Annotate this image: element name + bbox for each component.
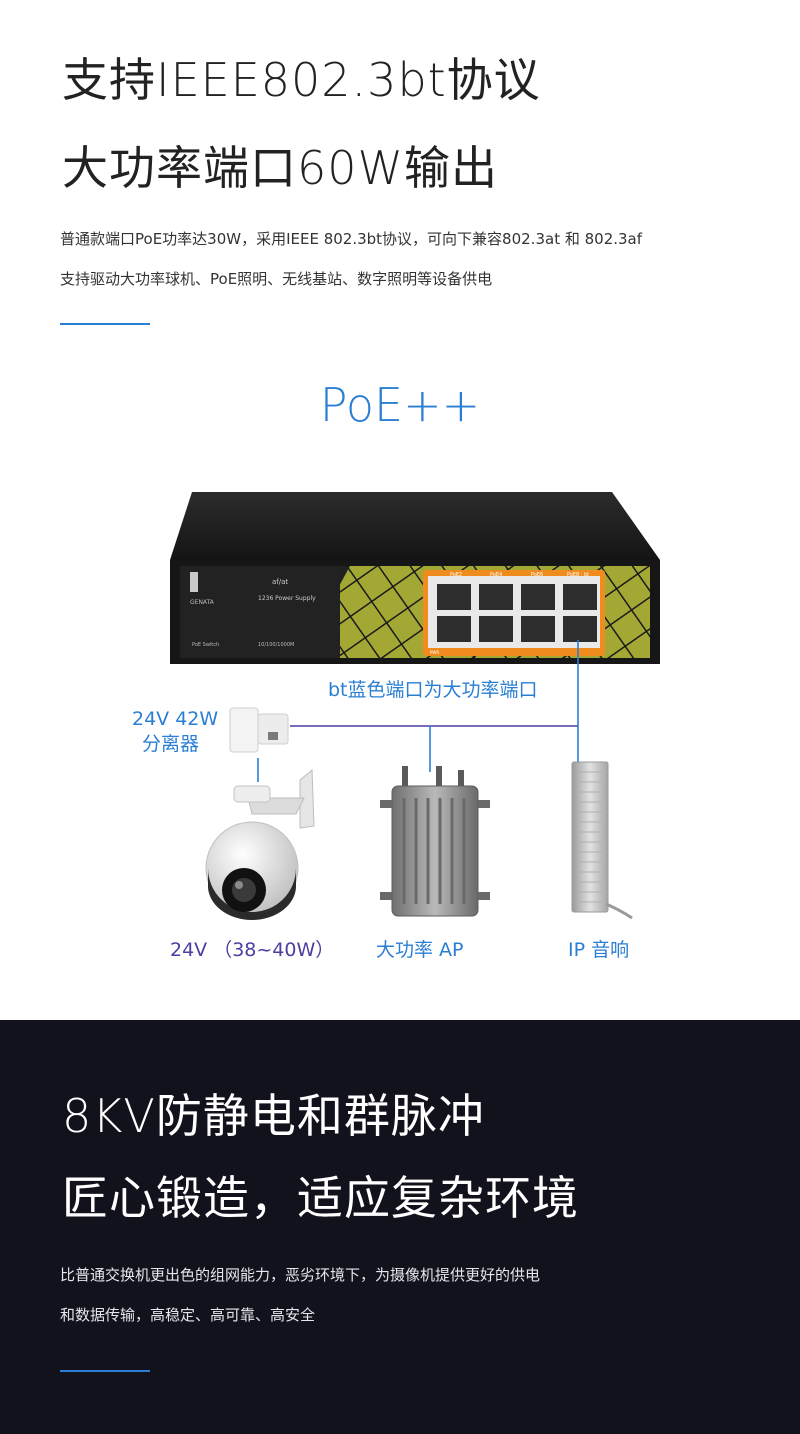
accent-divider-2 (60, 1370, 150, 1372)
splitter-label-line-1: 24V 42W (132, 708, 219, 730)
description2-line-1: 比普通交换机更出色的组网能力，恶劣环境下，为摄像机提供更好的供电 (60, 1266, 541, 1284)
headline-line-1: 支持IEEE802.3bt协议 (62, 53, 541, 107)
bt-port-note: bt蓝色端口为大功率端口 (328, 679, 538, 701)
description-line-1: 普通款端口PoE功率达30W，采用IEEE 802.3bt协议，可向下兼容802… (60, 230, 643, 248)
switch-model-line-2: 1236 Power Supply (258, 595, 316, 602)
pwr-label: PWR (430, 650, 439, 655)
port-label-4: PoE4 (490, 572, 502, 578)
headline2-line-2: 匠心锻造，适应复杂环境 (62, 1171, 579, 1225)
outdoor-ap-icon (380, 766, 490, 917)
switch-left-label: PoE Switch (192, 642, 219, 648)
brand-logo-icon (190, 572, 198, 592)
headline2-line-1: 8KV防静电和群脉冲 (62, 1089, 485, 1143)
switch-speed-label: 10/100/1000M (258, 642, 294, 648)
description2-line-2: 和数据传输，高稳定、高可靠、高安全 (60, 1306, 316, 1324)
column-speaker-icon (571, 761, 633, 920)
description-line-2: 支持驱动大功率球机、PoE照明、无线基站、数字照明等设备供电 (60, 270, 493, 288)
ptz-camera-icon (205, 768, 315, 920)
switch-brand: GENATA (190, 599, 215, 606)
poe-splitter-icon (229, 707, 289, 753)
splitter-label-line-2: 分离器 (142, 733, 200, 755)
port-label-2: PoE2 (450, 572, 462, 578)
poe-topology-diagram: GENATA af/at 1236 Power Supply PoE Switc… (170, 492, 660, 920)
ap-label: 大功率 AP (376, 939, 464, 961)
camera-label: 24V （38~40W） (170, 939, 335, 961)
poe-title: PoE++ (319, 378, 481, 432)
ethernet-ports (437, 584, 597, 642)
dark-section (0, 1020, 800, 1434)
port-label-8: PoE8 · bt (567, 572, 589, 578)
switch-model-line-1: af/at (272, 578, 288, 586)
speaker-label: IP 音响 (568, 939, 630, 961)
connection-lines (257, 640, 579, 782)
port-label-6: PoE6 (531, 572, 543, 578)
headline-line-2: 大功率端口60W输出 (62, 141, 499, 195)
accent-divider (60, 323, 150, 325)
